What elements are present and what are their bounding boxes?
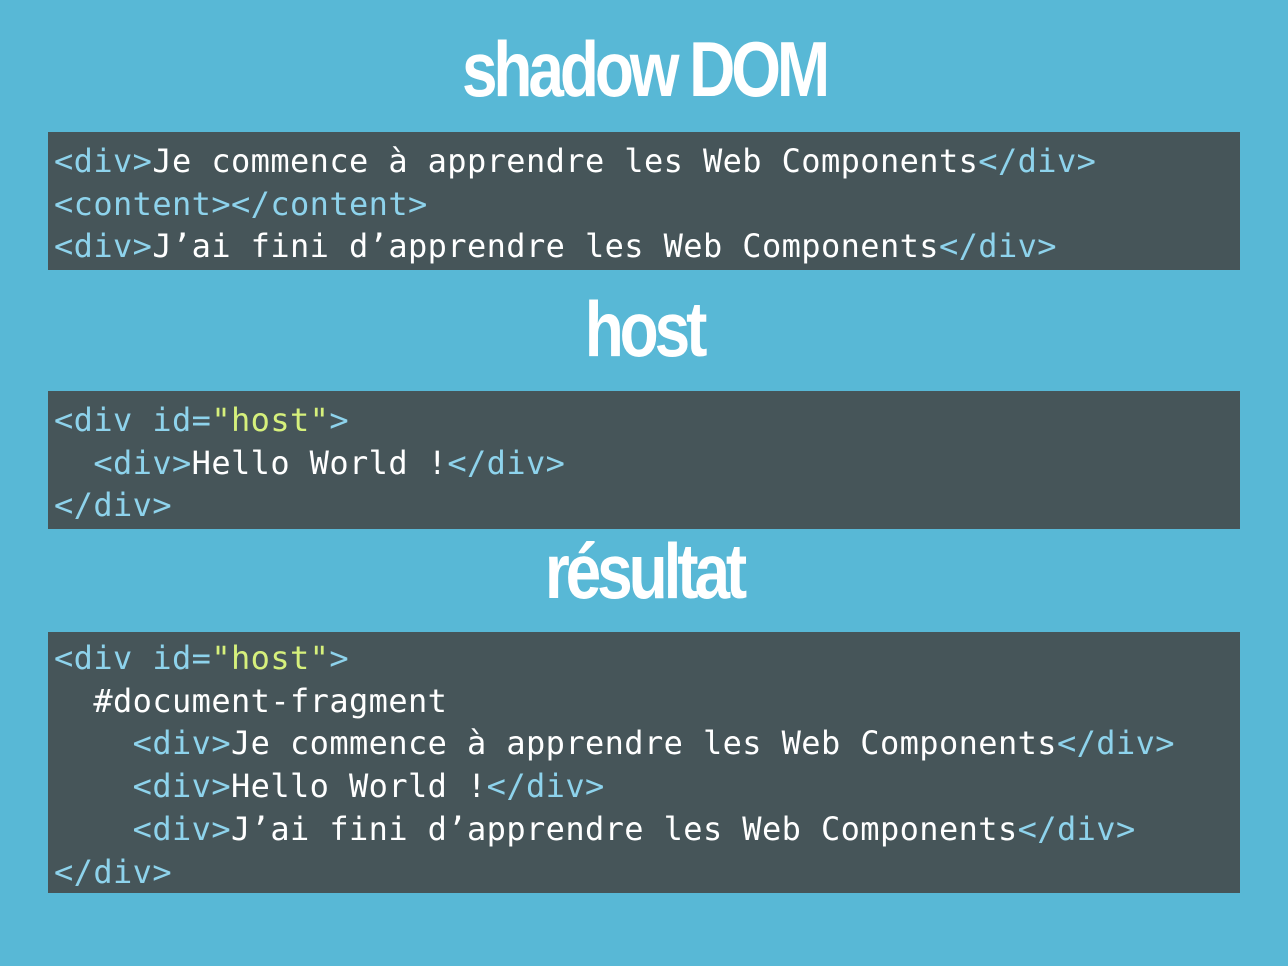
code-tag: <div> [132, 809, 231, 848]
code-string: "host" [211, 401, 330, 439]
code-line: <div>Hello World !</div> [54, 765, 1240, 808]
code-block-shadow-dom: <div>Je commence à apprendre les Web Com… [48, 132, 1240, 270]
code-tag: </div> [978, 142, 1097, 180]
code-text: Je commence à apprendre les Web Componen… [152, 142, 979, 180]
code-tag: <div> [132, 767, 231, 806]
code-line: <div id="host"> [54, 399, 1240, 442]
code-tag: <div> [93, 443, 192, 482]
code-line: <content></content> [54, 183, 1240, 226]
code-tag: <div> [132, 724, 231, 763]
code-tag: </div> [447, 443, 566, 482]
code-tag: <div> [54, 227, 153, 266]
heading-shadow-dom: shadow DOM [461, 25, 830, 113]
code-text: Hello World ! [191, 443, 448, 482]
code-tag: > [329, 639, 349, 677]
code-indent [54, 724, 133, 762]
code-string: "host" [211, 639, 330, 677]
heading-result: résultat [544, 527, 747, 615]
code-line: <div>J’ai fini d’apprendre les Web Compo… [54, 225, 1240, 268]
code-block-host: <div id="host"> <div>Hello World !</div>… [48, 391, 1240, 529]
code-line: </div> [54, 484, 1240, 527]
code-tag: </div> [1056, 724, 1175, 763]
code-indent [54, 810, 133, 848]
code-tag: <content></content> [54, 184, 428, 223]
code-line: <div>Hello World !</div> [54, 442, 1240, 485]
code-tag: </div> [1017, 809, 1136, 848]
code-line: #document-fragment [54, 680, 1240, 723]
code-tag: </div> [54, 852, 172, 891]
code-tag: > [329, 401, 349, 439]
code-line: </div> [54, 851, 1240, 894]
code-line: <div id="host"> [54, 637, 1240, 680]
code-line: <div>Je commence à apprendre les Web Com… [54, 140, 1240, 183]
code-tag: <div> [54, 142, 153, 180]
code-indent [54, 682, 93, 720]
code-text: J’ai fini d’apprendre les Web Components [231, 809, 1018, 848]
code-tag: <div id= [54, 401, 212, 439]
heading-host: host [584, 285, 708, 373]
code-tag: </div> [54, 486, 172, 525]
code-tag: </div> [938, 227, 1057, 266]
code-block-result: <div id="host"> #document-fragment <div>… [48, 632, 1240, 893]
code-tag: <div id= [54, 639, 212, 677]
code-tag: </div> [486, 767, 605, 806]
code-line: <div>J’ai fini d’apprendre les Web Compo… [54, 808, 1240, 851]
code-text: Je commence à apprendre les Web Componen… [231, 724, 1057, 763]
code-indent [54, 767, 133, 805]
code-text: #document-fragment [93, 681, 448, 720]
code-line: <div>Je commence à apprendre les Web Com… [54, 722, 1240, 765]
code-text: Hello World ! [231, 767, 487, 806]
code-indent [54, 444, 93, 482]
code-text: J’ai fini d’apprendre les Web Components [152, 227, 939, 266]
